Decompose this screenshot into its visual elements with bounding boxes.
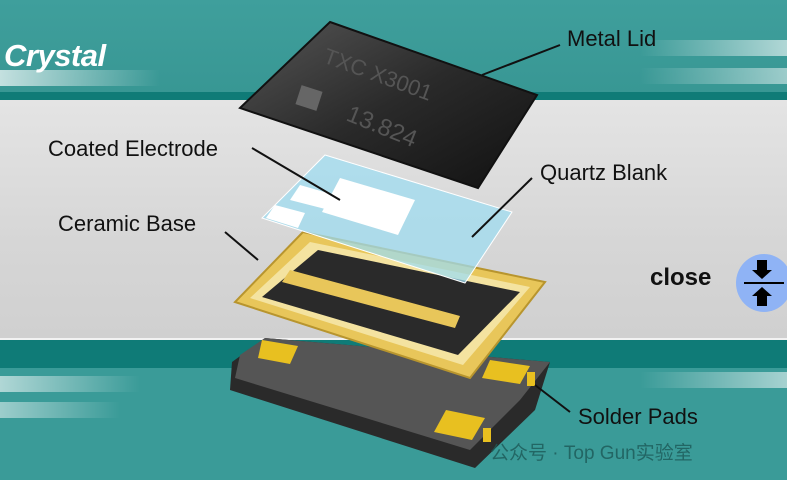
close-button[interactable]	[736, 254, 787, 312]
coated-electrode	[322, 178, 415, 235]
electrode-tab	[266, 205, 305, 228]
highlight	[640, 40, 787, 56]
highlight	[640, 68, 787, 84]
leader-lines	[224, 44, 571, 413]
leader-line-quartz-blank	[471, 177, 533, 238]
solder-pad	[258, 340, 298, 364]
label-metal-lid: Metal Lid	[567, 26, 657, 51]
watermark: 公众号 · Top Gun实验室	[490, 443, 693, 464]
solder-pad	[527, 372, 535, 386]
metal-lid: TXC X3001 13.824	[238, 20, 539, 190]
highlight	[0, 376, 140, 392]
quartz-blank	[261, 154, 513, 284]
electrode-tab	[290, 185, 345, 212]
label-solder-pads: Solder Pads	[578, 404, 698, 429]
leader-line-coated-electrode	[251, 147, 341, 201]
label-ceramic-base: Ceramic Base	[58, 211, 197, 236]
leader-line-metal-lid	[481, 44, 561, 76]
lid-logo-square	[295, 85, 323, 111]
page-title: Crystal	[4, 38, 106, 73]
highlight	[640, 372, 787, 388]
highlight	[0, 402, 120, 418]
compress-arrows-icon	[744, 260, 784, 306]
label-coated-electrode: Coated Electrode	[48, 136, 218, 161]
highlight	[0, 70, 160, 86]
solder-pad	[434, 410, 485, 440]
solder-pad	[483, 428, 491, 442]
label-quartz-blank: Quartz Blank	[540, 160, 668, 185]
leader-line-solder-pads	[534, 384, 571, 413]
solder-pad	[482, 360, 530, 384]
leader-line-ceramic-base	[224, 231, 259, 261]
close-label[interactable]: close	[650, 264, 712, 291]
